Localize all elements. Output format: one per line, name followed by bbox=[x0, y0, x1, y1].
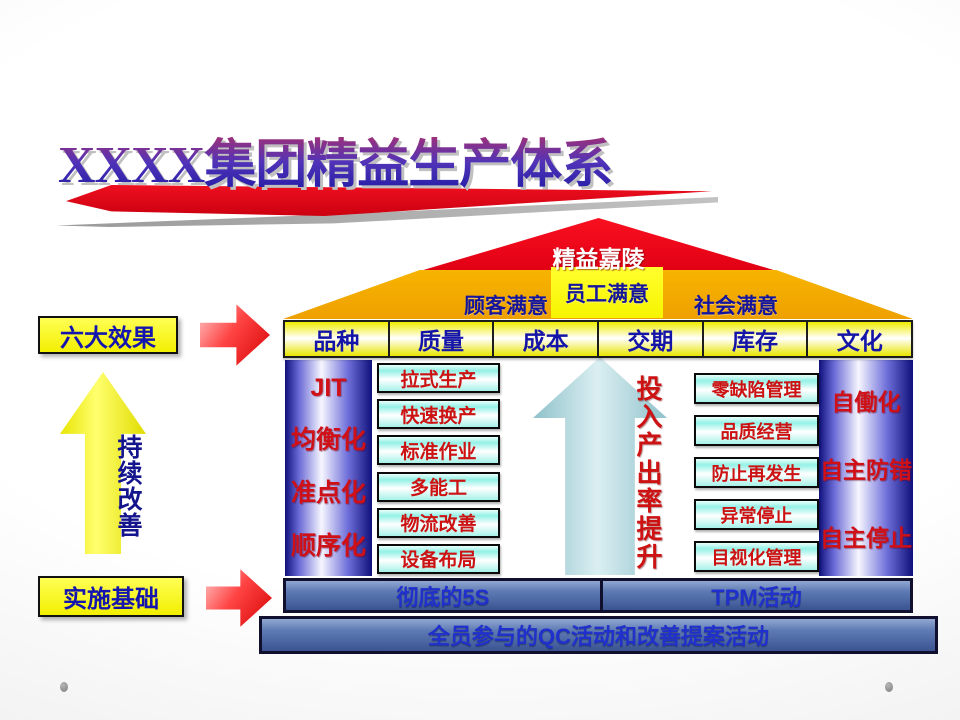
pillar-item-mistake-proof: 自主防错 bbox=[820, 457, 912, 483]
jit-pillar: JIT 均衡化 准点化 顺序化 bbox=[285, 360, 372, 576]
jidoka-tools-column: 零缺陷管理 品质经营 防止再发生 异常停止 目视化管理 bbox=[694, 373, 819, 572]
corner-dot-right bbox=[885, 682, 893, 692]
tool-box-zero-defect: 零缺陷管理 bbox=[694, 373, 819, 404]
pillar-item-heijunka: 均衡化 bbox=[290, 426, 366, 455]
header-cell-culture: 文化 bbox=[806, 320, 914, 358]
customer-satisfaction-label: 顾客满意 bbox=[464, 295, 548, 318]
roof-peak-label: 精益嘉陵 bbox=[552, 246, 645, 272]
tool-box-abnormal-stop: 异常停止 bbox=[694, 499, 819, 530]
tool-box-quick-changeover: 快速换产 bbox=[377, 399, 500, 430]
header-cell-quality: 质量 bbox=[387, 320, 495, 358]
continuous-improvement-label: 持续改善 bbox=[114, 434, 142, 538]
tool-box-multi-skill: 多能工 bbox=[377, 471, 500, 502]
six-effects-tag: 六大效果 bbox=[38, 316, 178, 354]
output-rate-arrow-label: 投入产出率提升 bbox=[633, 374, 663, 571]
header-cell-variety: 品种 bbox=[283, 320, 390, 358]
tool-box-recurrence-prevention: 防止再发生 bbox=[694, 457, 819, 488]
society-satisfaction-label: 社会满意 bbox=[694, 295, 778, 318]
tool-box-logistics-kaizen: 物流改善 bbox=[377, 507, 500, 538]
foundation-row-2-qc: 全员参与的QC活动和改善提案活动 bbox=[259, 616, 938, 654]
corner-dot-left bbox=[60, 682, 68, 692]
foundation-5s-cell: 彻底的5S bbox=[283, 578, 603, 613]
pillar-item-sequence: 顺序化 bbox=[290, 531, 366, 560]
pillar-item-ontime: 准点化 bbox=[290, 478, 366, 507]
pillar-item-self-stop: 自主停止 bbox=[820, 525, 912, 551]
slide-title: XXXX集团精益生产体系 bbox=[58, 130, 658, 202]
header-cell-cost: 成本 bbox=[492, 320, 600, 358]
employee-satisfaction-label: 员工满意 bbox=[565, 282, 649, 306]
employee-satisfaction-box: 员工满意 bbox=[551, 267, 663, 318]
header-cell-delivery: 交期 bbox=[597, 320, 704, 358]
tool-box-quality-mgmt: 品质经营 bbox=[694, 415, 819, 446]
tool-box-pull-production: 拉式生产 bbox=[377, 363, 500, 393]
six-effects-right-arrow-icon bbox=[200, 304, 270, 366]
tool-box-standard-work: 标准作业 bbox=[377, 435, 500, 466]
foundation-tpm-cell: TPM活动 bbox=[600, 578, 913, 613]
jit-tools-column: 拉式生产 快速换产 标准作业 多能工 物流改善 设备布局 bbox=[377, 363, 500, 574]
jidoka-pillar: 自働化 自主防错 自主停止 bbox=[819, 360, 913, 576]
pillar-item-jit: JIT bbox=[310, 374, 347, 403]
pillar-item-jidoka: 自働化 bbox=[831, 389, 901, 415]
header-cell-inventory: 库存 bbox=[701, 320, 809, 358]
results-header-row: 品种 质量 成本 交期 库存 文化 bbox=[283, 320, 914, 358]
tool-box-equipment-layout: 设备布局 bbox=[377, 543, 500, 574]
implementation-base-tag: 实施基础 bbox=[38, 576, 184, 617]
tool-box-visual-mgmt: 目视化管理 bbox=[694, 541, 819, 572]
foundation-row-1: 彻底的5S TPM活动 bbox=[283, 578, 913, 613]
